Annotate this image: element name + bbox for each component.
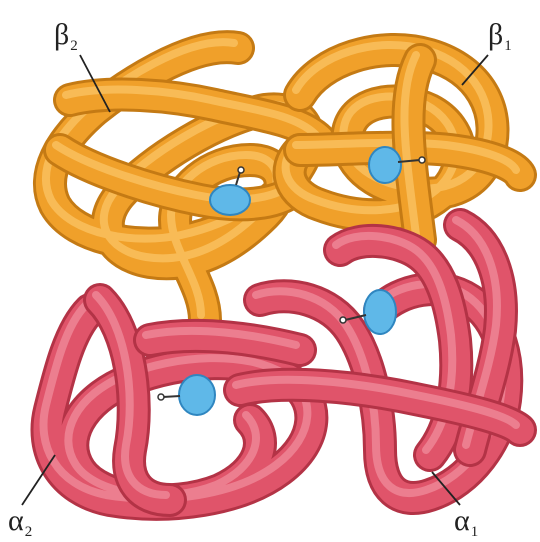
beta2-label: β2 xyxy=(54,20,78,54)
alpha2-label: α2 xyxy=(8,506,32,540)
alpha1-label: α1 xyxy=(454,506,478,540)
beta1-label: β1 xyxy=(488,20,512,54)
beta1-chain xyxy=(286,45,520,240)
